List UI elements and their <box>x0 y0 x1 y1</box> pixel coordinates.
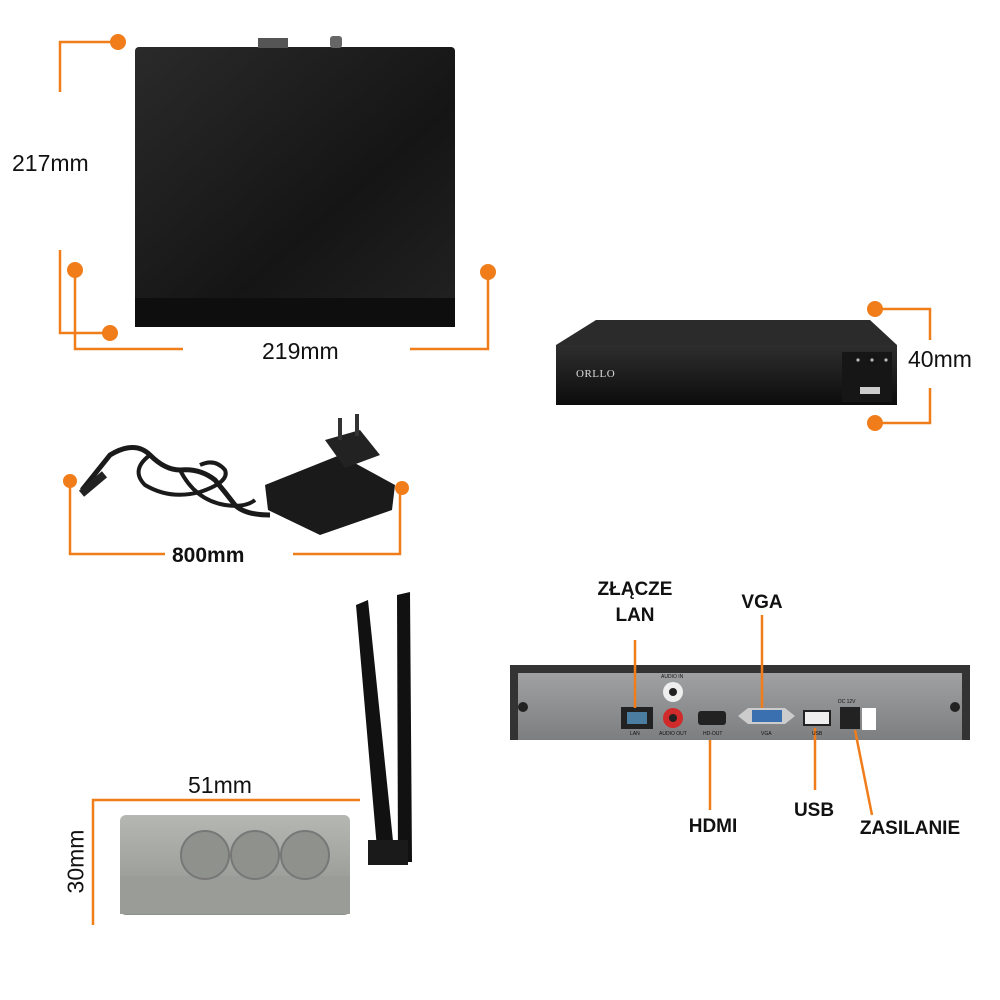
dimension-lines-top <box>58 40 490 351</box>
cable-length-label: 800mm <box>172 544 245 567</box>
depth-label: 217mm <box>12 150 89 176</box>
hdmi-port-label: HDMI <box>688 816 738 837</box>
panel-mark-dc: DC 12V <box>838 699 856 705</box>
vga-port <box>738 708 795 724</box>
hdmi-port <box>698 711 726 725</box>
usb-port <box>803 710 831 726</box>
width-label: 219mm <box>262 338 339 364</box>
dimension-lines-cable <box>68 480 402 556</box>
panel-mark-usb: USB <box>812 731 823 737</box>
dimension-lines-front <box>875 307 932 425</box>
lan-port-label: ZŁĄCZE LAN <box>597 579 673 626</box>
panel-pointer-lines <box>633 615 874 816</box>
usb-port-label: USB <box>793 800 835 821</box>
dc-power-jack <box>840 707 860 729</box>
lan-port <box>621 707 653 729</box>
dimension-dots-front <box>867 301 883 431</box>
panel-mark-audio-in: AUDIO IN <box>661 674 684 680</box>
power-port-label: ZASILANIE <box>859 818 961 839</box>
panel-mark-vga: VGA <box>761 731 772 737</box>
panel-mark-hdmi: HD-OUT <box>703 731 723 737</box>
height-label: 40mm <box>908 346 972 372</box>
enclosure-height-label: 30mm <box>62 829 89 894</box>
dimension-dots-top <box>67 34 496 341</box>
recorder-front-view <box>556 320 897 405</box>
wifi-enclosure <box>120 592 412 915</box>
panel-mark-lan: LAN <box>630 731 640 737</box>
dimension-lines-enclosure <box>91 798 360 925</box>
panel-mark-audio-out: AUDIO OUT <box>659 731 687 737</box>
power-adapter <box>78 414 395 535</box>
dimension-dots-cable <box>63 474 409 495</box>
brand-logo: ORLLO <box>576 368 616 380</box>
recorder-rear-panel <box>510 665 970 740</box>
enclosure-width-label: 51mm <box>188 772 252 798</box>
vga-port-label: VGA <box>741 592 783 613</box>
recorder-top-view <box>135 36 455 327</box>
